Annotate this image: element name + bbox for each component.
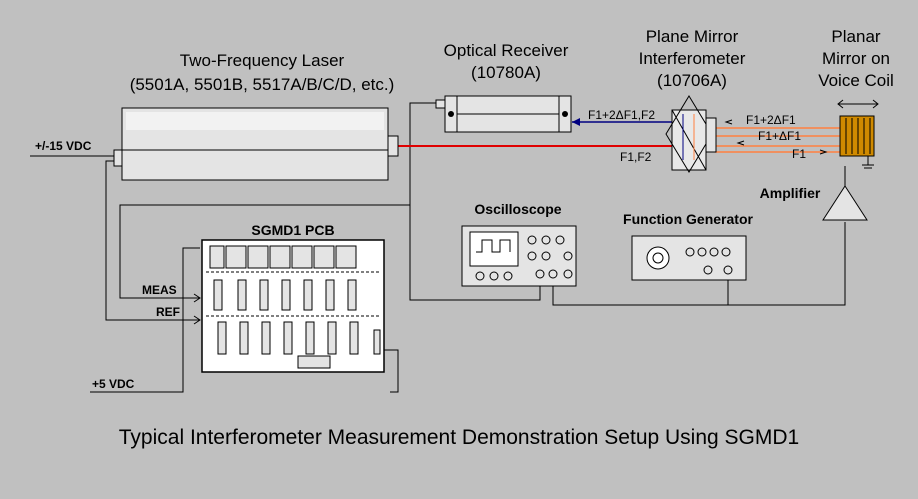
beam-paths: [390, 118, 842, 155]
interferometer-title-line3: (10706A): [657, 71, 727, 90]
optical-receiver: [435, 95, 572, 133]
caption: Typical Interferometer Measurement Demon…: [119, 426, 799, 449]
meas-label: MEAS: [142, 283, 177, 297]
laser-title-line2: (5501A, 5501B, 5517A/B/C/D, etc.): [130, 75, 395, 94]
sgmd1-pcb: [201, 239, 385, 373]
interferometer-title-line2: Interferometer: [639, 49, 746, 68]
two-frequency-laser: [113, 107, 399, 181]
beam-label-mirror-return1: F1+ΔF1: [758, 129, 801, 143]
vdc15-label: +/-15 VDC: [35, 139, 92, 153]
pcb-label: SGMD1 PCB: [251, 222, 334, 238]
receiver-title-line2: (10780A): [471, 63, 541, 82]
amplifier-triangle: [822, 185, 868, 221]
beam-label-laser-out: F1,F2: [620, 150, 652, 164]
function-generator-label: Function Generator: [623, 211, 753, 227]
receiver-title-line1: Optical Receiver: [444, 41, 569, 60]
function-generator: [631, 235, 747, 281]
beam-label-receiver-return: F1+2ΔF1,F2: [588, 108, 655, 122]
ref-label: REF: [156, 305, 180, 319]
amplifier-label: Amplifier: [760, 185, 821, 201]
beam-label-mirror-out: F1: [792, 147, 806, 161]
beam-label-mirror-return2: F1+2ΔF1: [746, 113, 796, 127]
interferometer-title-line1: Plane Mirror: [646, 27, 739, 46]
mirror-title-line1: Planar: [831, 27, 880, 46]
vdc5-label: +5 VDC: [92, 377, 135, 391]
plane-mirror-interferometer: [665, 95, 717, 173]
mirror-title-line3: Voice Coil: [818, 71, 894, 90]
voice-coil-mirror: [837, 99, 879, 169]
oscilloscope: [461, 225, 577, 287]
laser-title-line1: Two-Frequency Laser: [180, 51, 345, 70]
oscilloscope-label: Oscilloscope: [474, 201, 561, 217]
mirror-title-line2: Mirror on: [822, 49, 890, 68]
